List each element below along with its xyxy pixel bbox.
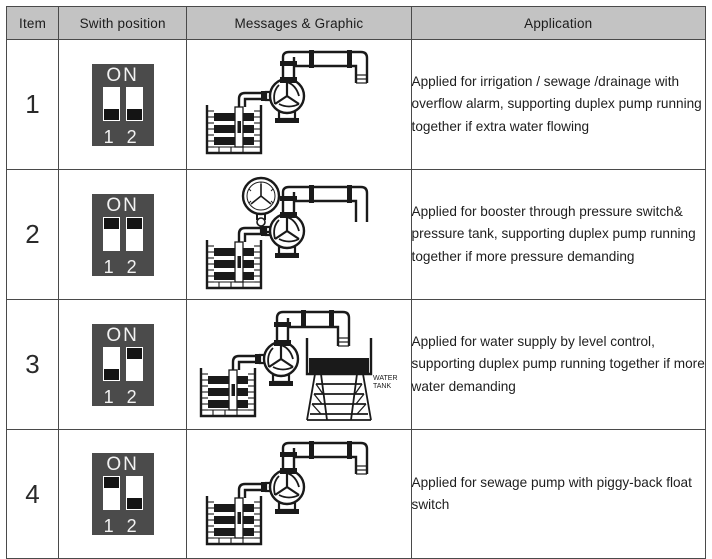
table-row: 1 ON 1 2 [5,39,707,170]
graphic-cell: WATER TANK [186,299,412,430]
application-text: Applied for booster through pressure swi… [410,169,707,300]
switch-position-cell: ON 1 2 [58,299,188,430]
dip-switch-1-lever[interactable] [102,86,120,121]
dip-switch-1-tab [103,108,119,120]
application-text: Applied for water supply by level contro… [410,299,707,430]
graphic-cell [186,39,412,170]
table-row: 4 ON 1 2 [5,429,707,559]
pump-system-diagram-with-gauge [205,176,369,289]
dip-switch[interactable]: ON 1 2 [91,193,154,277]
dip-switch[interactable]: ON 1 2 [91,323,154,407]
dip-switch-1-number: 1 [103,386,114,407]
switch-position-cell: ON 1 2 [58,169,188,300]
dip-switch-1-number: 1 [103,516,114,536]
column-header-switch-position: Swith position [58,6,188,40]
dip-switch-1-tab [103,217,119,229]
dip-switch-1-lever[interactable] [102,346,120,381]
dip-switch-1-number: 1 [103,126,114,147]
switch-position-cell: ON 1 2 [58,429,188,559]
water-tank-label-line1: WATER [373,375,398,382]
dip-switch-2-tab [126,347,142,359]
column-header-messages-graphic: Messages & Graphic [186,6,412,40]
dip-switch-1-lever[interactable] [102,216,120,251]
graphic-cell [186,169,412,300]
application-text: Applied for sewage pump with piggy-back … [410,429,707,559]
switch-position-table: Item Swith position Messages & Graphic A… [5,6,707,559]
dip-switch-1-tab [103,368,119,380]
pump-system-diagram [205,49,369,154]
dip-switch-2-number: 2 [126,516,137,536]
dip-on-label: ON [106,454,139,475]
dip-switch-2-tab [126,108,142,120]
pressure-gauge-icon [241,176,287,233]
table-row: 2 ON 1 2 [5,169,707,300]
dip-switch-2-lever[interactable] [125,86,143,121]
switch-position-cell: ON 1 2 [58,39,188,170]
graphic-cell [186,429,412,559]
dip-on-label: ON [106,64,139,86]
item-number: 2 [5,169,60,300]
dip-switch-1-number: 1 [103,256,114,277]
table-body: 1 ON 1 2 [5,39,707,559]
dip-on-label: ON [106,324,139,346]
column-header-item: Item [5,6,60,40]
dip-switch-2-lever[interactable] [125,346,143,381]
dip-on-label: ON [106,194,139,216]
dip-switch-2-number: 2 [126,386,137,407]
dip-switch-2-lever[interactable] [125,476,143,510]
item-number: 3 [5,299,60,430]
dip-switch-2-number: 2 [126,256,137,277]
pump-system-diagram [205,441,369,546]
item-number: 1 [5,39,60,170]
application-text: Applied for irrigation / sewage /drainag… [410,39,707,170]
dip-switch-2-tab [126,217,142,229]
dip-switch-1-tab [103,477,119,488]
table-row: 3 ON 1 2 [5,299,707,430]
dip-switch[interactable]: ON 1 2 [91,63,154,147]
dip-switch-2-lever[interactable] [125,216,143,251]
item-number: 4 [5,429,60,559]
dip-switch-2-tab [126,498,142,509]
table-header: Item Swith position Messages & Graphic A… [5,6,707,40]
column-header-application: Application [410,6,707,40]
dip-switch-1-lever[interactable] [102,476,120,510]
dip-switch-2-number: 2 [126,126,137,147]
water-tank-label-line2: TANK [373,383,391,390]
pump-system-diagram-with-water-tank: WATER TANK [199,309,398,421]
header-row: Item Swith position Messages & Graphic A… [5,6,707,40]
dip-switch[interactable]: ON 1 2 [91,453,154,536]
